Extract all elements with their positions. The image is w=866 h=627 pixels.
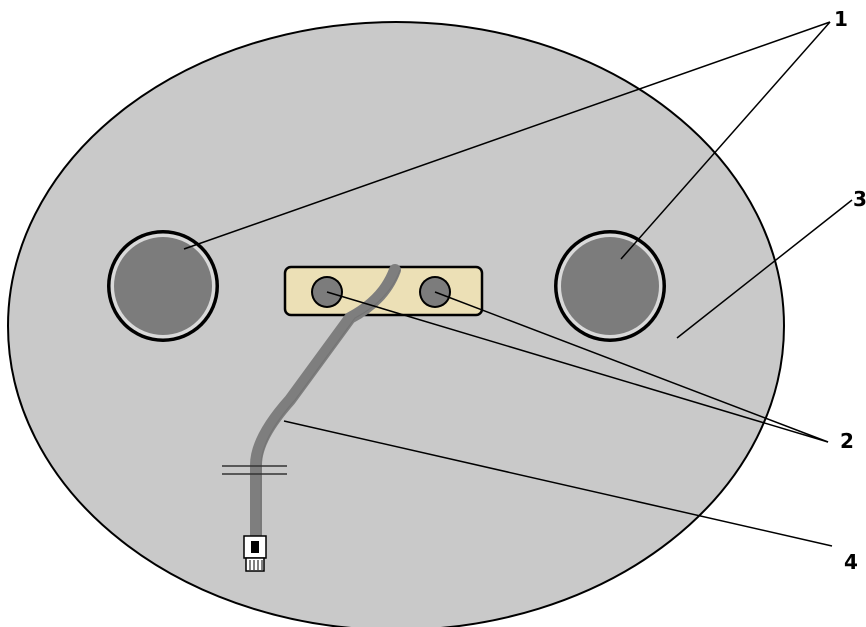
right-round-element xyxy=(554,230,666,342)
left-round-element xyxy=(107,230,219,342)
label-3: 3 xyxy=(853,187,866,211)
label-4: 4 xyxy=(844,550,858,574)
connector-plug xyxy=(244,536,266,571)
label-2: 2 xyxy=(840,429,854,453)
label-1: 1 xyxy=(834,7,848,31)
